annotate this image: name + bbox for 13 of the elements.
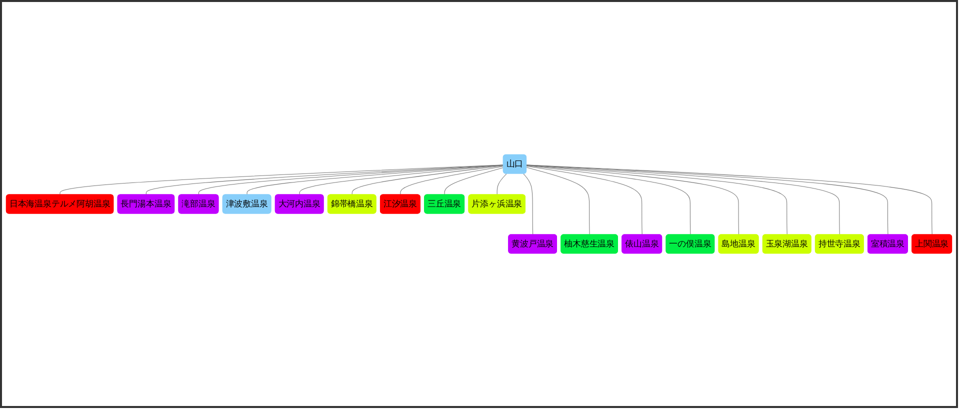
connector <box>496 174 507 196</box>
connector <box>526 164 788 235</box>
connector <box>444 167 504 196</box>
connector <box>400 166 504 196</box>
connector <box>526 165 740 235</box>
connector <box>352 166 504 196</box>
connector <box>526 166 642 235</box>
connector <box>526 167 590 235</box>
connector <box>246 164 504 196</box>
connector <box>523 174 534 235</box>
connector <box>60 164 504 196</box>
connector <box>299 165 504 196</box>
connector <box>526 165 691 235</box>
